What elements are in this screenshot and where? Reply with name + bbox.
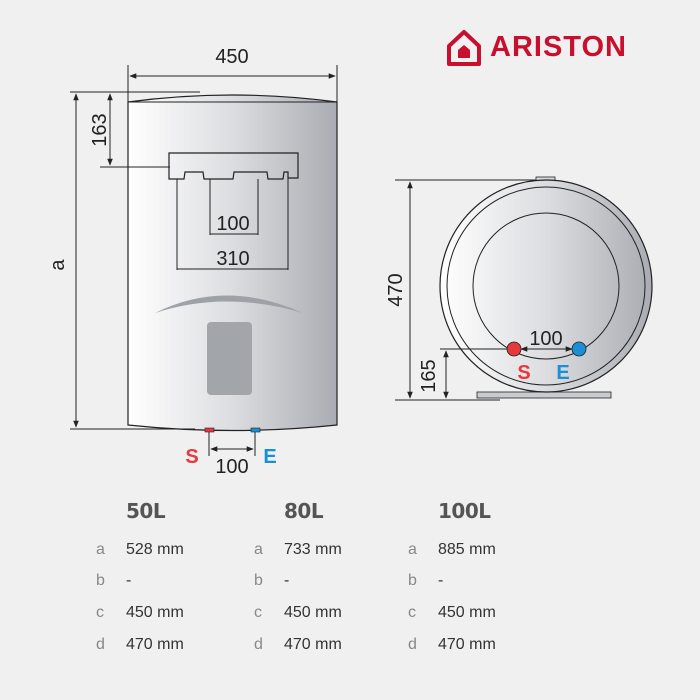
tank-arc-decoration (155, 295, 303, 313)
mounting-base (476, 391, 612, 399)
depth-label: 470 (385, 273, 407, 306)
side-pipe-spacing-label: 100 (529, 328, 562, 350)
mounting-bracket (168, 152, 299, 180)
outlet-pipe (506, 341, 522, 357)
side-outlet-label: S (517, 362, 530, 384)
spec-column-title: 100L (438, 499, 491, 523)
height-label: a (47, 259, 69, 271)
tank-outer-circle (439, 179, 653, 393)
outlet-pipe (204, 427, 215, 433)
spec-column-title: 50L (126, 499, 166, 523)
top-offset-label: 163 (89, 113, 111, 146)
pipe-height-label: 165 (418, 359, 440, 392)
inlet-label: E (263, 446, 276, 468)
house-icon (447, 30, 481, 66)
side-inlet-label: E (556, 362, 569, 384)
bracket-outer-label: 310 (216, 248, 249, 270)
width-label: 450 (215, 46, 248, 68)
side-view-diagram: 470 165 100 S E (385, 176, 653, 401)
brand-name: ARISTON (490, 31, 627, 63)
inlet-pipe (250, 427, 261, 433)
spec-column-title: 80L (284, 499, 324, 523)
inlet-pipe (571, 341, 587, 357)
front-view-diagram: 100 310 450 163 a 100 S E (47, 46, 338, 478)
outlet-label: S (185, 446, 198, 468)
bracket-inner-label: 100 (216, 213, 249, 235)
ariston-logo: ARISTON (446, 28, 670, 68)
display-panel (207, 322, 252, 395)
pipe-spacing-label: 100 (215, 456, 248, 478)
